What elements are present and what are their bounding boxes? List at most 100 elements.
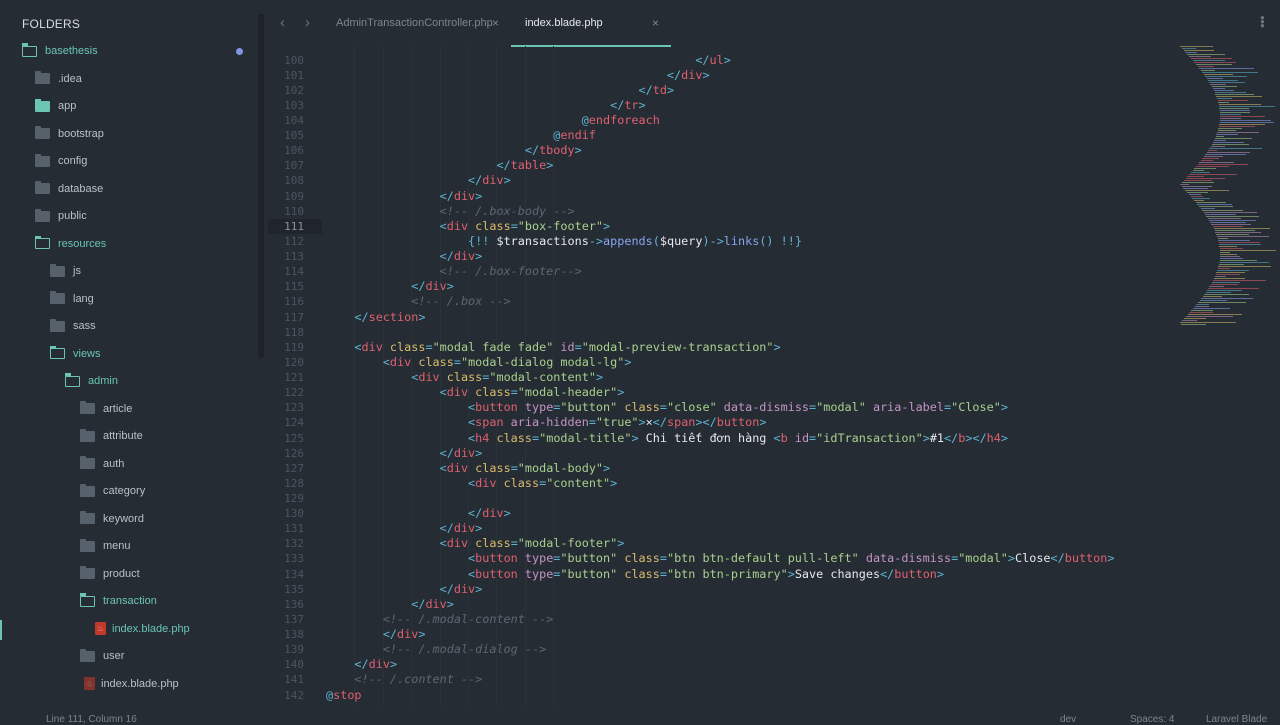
code-line[interactable]: <!-- /.modal-dialog --> [326, 642, 546, 657]
code-line[interactable]: @stop [326, 688, 362, 703]
code-line[interactable]: </ul> [326, 53, 731, 68]
tree-folder-article[interactable]: article [80, 399, 132, 419]
code-line[interactable]: <span aria-hidden="true">×</span></butto… [326, 415, 766, 430]
code-line[interactable]: </div> [326, 521, 483, 536]
code-line[interactable]: <div class="content"> [326, 476, 617, 491]
code-line[interactable]: <!-- /.content --> [326, 672, 482, 687]
minimap-line [1182, 182, 1214, 183]
tab-label: index.blade.php [525, 17, 603, 29]
back-arrow-icon[interactable]: ‹ [280, 14, 285, 31]
code-token: button [475, 551, 518, 566]
code-line[interactable]: </div> [326, 249, 483, 264]
code-line[interactable]: </div> [326, 279, 454, 294]
code-line[interactable]: </div> [326, 597, 454, 612]
code-line[interactable]: @endforeach [326, 113, 660, 128]
code-token: data-dismiss [858, 551, 952, 566]
tree-file-index-blade-php[interactable]: ♨index.blade.php [95, 619, 190, 639]
code-line[interactable]: </section> [326, 310, 425, 325]
indent-guide [524, 46, 526, 706]
tree-folder-attribute[interactable]: attribute [80, 426, 143, 446]
code-token: > [475, 581, 483, 596]
tree-item-label: user [103, 650, 125, 662]
code-line[interactable]: <!-- /.box-footer--> [326, 264, 582, 279]
code-line[interactable]: <!-- /.modal-content --> [326, 612, 553, 627]
tree-item-label: keyword [103, 512, 144, 525]
tree-folder-user[interactable]: user [80, 646, 124, 666]
tree-folder-js[interactable]: js [50, 261, 81, 281]
minimap-line [1219, 262, 1269, 263]
code-token: > [702, 67, 710, 82]
code-line[interactable]: </table> [326, 158, 553, 173]
tree-folder-lang[interactable]: lang [50, 289, 94, 309]
minimap-line [1202, 72, 1259, 73]
tree-folder-public[interactable]: public [35, 206, 87, 226]
code-line[interactable]: <div class="box-footer"> [326, 219, 611, 234]
minimap[interactable] [1180, 46, 1280, 336]
code-line[interactable]: </tbody> [326, 143, 582, 158]
more-options-icon[interactable]: ●●● [1260, 13, 1265, 30]
code-line[interactable]: <div class="modal-header"> [326, 385, 625, 400]
code-token: </ [326, 521, 454, 536]
code-token: b [780, 430, 788, 445]
code-line[interactable]: <h4 class="modal-title"> Chi tiết đơn hà… [326, 431, 1008, 446]
code-line[interactable]: <!-- /.box-body --> [326, 204, 575, 219]
code-line[interactable]: <div class="modal-content"> [326, 370, 603, 385]
code-line[interactable]: </div> [326, 506, 511, 521]
folder-icon [35, 153, 50, 167]
tree-folder-basethesis[interactable]: basethesis [21, 41, 98, 61]
tree-folder-sass[interactable]: sass [50, 316, 96, 336]
code-token: div [475, 475, 497, 490]
tree-folder-app[interactable]: app [35, 96, 76, 116]
tree-folder-idea[interactable]: .idea [35, 69, 82, 89]
tree-folder-bootstrap[interactable]: bootstrap [35, 124, 104, 144]
code-token: </ [326, 249, 454, 264]
code-line[interactable]: <div class="modal-footer"> [326, 536, 625, 551]
code-line[interactable]: <div class="modal fade fade" id="modal-p… [326, 340, 780, 355]
minimap-line [1198, 206, 1234, 207]
tree-folder-category[interactable]: category [80, 481, 145, 501]
tree-folder-database[interactable]: database [35, 179, 103, 199]
tree-folder-resources[interactable]: resources [34, 234, 106, 254]
code-token: id [787, 430, 810, 445]
tree-folder-views[interactable]: views [49, 344, 101, 364]
code-line[interactable]: </div> [326, 627, 426, 642]
code-line[interactable]: </div> [326, 581, 483, 597]
code-line[interactable]: </div> [326, 446, 483, 461]
code-line[interactable]: <!-- /.box --> [326, 294, 510, 309]
minimap-line [1219, 114, 1242, 115]
code-line[interactable]: @endif [326, 128, 596, 143]
tree-file-index-blade-php[interactable]: ♨index.blade.php [84, 674, 179, 694]
tab-admin-transaction-controller[interactable]: AdminTransactionController.php × [336, 0, 499, 46]
close-icon[interactable]: × [652, 16, 660, 30]
code-line[interactable]: {!! $transactions->appends($query)->link… [326, 234, 802, 249]
tree-folder-product[interactable]: product [80, 564, 140, 584]
minimap-line [1212, 142, 1244, 143]
close-icon[interactable]: × [492, 16, 500, 30]
code-line[interactable]: <button type="button" class="btn btn-def… [326, 551, 1114, 566]
code-line[interactable]: </div> [326, 173, 511, 188]
code-token: "modal-title" [539, 430, 632, 445]
code-line[interactable]: </div> [326, 657, 397, 672]
tree-folder-config[interactable]: config [35, 151, 87, 171]
code-line[interactable]: </div> [326, 189, 483, 204]
tree-folder-keyword[interactable]: keyword [80, 509, 144, 529]
code-line[interactable]: <div class="modal-body"> [326, 461, 611, 476]
code-token: div [425, 279, 447, 294]
code-line[interactable]: <div class="modal-dialog modal-lg"> [326, 355, 632, 370]
tab-index-blade[interactable]: index.blade.php × [525, 0, 659, 46]
code-line[interactable]: </td> [326, 83, 675, 98]
code-line[interactable]: </tr> [326, 98, 646, 113]
code-line[interactable]: <button type="button" class="btn btn-pri… [326, 567, 944, 582]
tree-folder-transaction[interactable]: transaction [79, 591, 157, 611]
code-editor[interactable]: </ul> </div> </td> </tr> @endforeach [326, 46, 1176, 706]
forward-arrow-icon[interactable]: › [305, 14, 310, 31]
code-line[interactable]: </div> [326, 68, 710, 83]
tree-folder-admin[interactable]: admin [64, 371, 118, 391]
code-token: < [326, 400, 476, 415]
sidebar-scrollbar[interactable] [258, 14, 264, 358]
tree-folder-menu[interactable]: menu [80, 536, 131, 556]
minimap-line [1180, 184, 1189, 185]
tree-folder-auth[interactable]: auth [80, 454, 124, 474]
code-line[interactable]: <button type="button" class="close" data… [326, 400, 1008, 415]
code-token: Close [1015, 551, 1051, 566]
